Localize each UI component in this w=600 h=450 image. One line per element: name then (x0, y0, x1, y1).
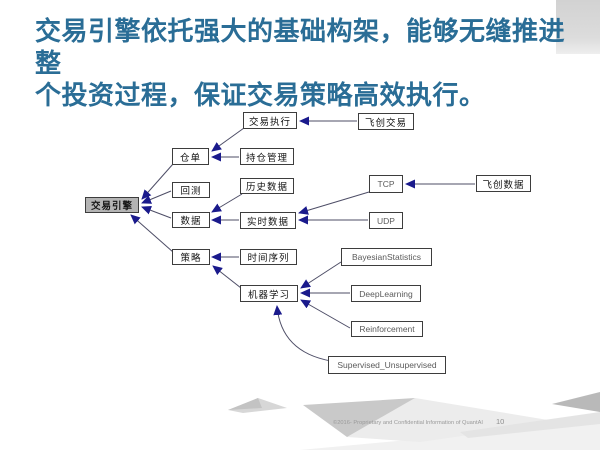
diagram-edges (130, 116, 475, 362)
slide-title: 交易引擎依托强大的基础构架，能够无缝推进整 个投资过程，保证交易策略高效执行。 (35, 16, 585, 112)
slide-title-line1: 交易引擎依托强大的基础构架，能够无缝推进整 (35, 17, 566, 78)
edge-bayesian-to-machine-learning (300, 261, 342, 289)
edge-positions-to-engine (141, 163, 174, 200)
node-strategy: 策略 (172, 249, 210, 265)
edge-supervised-to-machine-learning (273, 305, 332, 362)
corner-decoration (556, 0, 600, 54)
node-realtime-data: 实时数据 (240, 212, 296, 229)
node-reinforcement-label: Reinforcement (359, 324, 415, 334)
node-machine-learning: 机器学习 (240, 285, 298, 302)
node-feichuang-data: 飞创数据 (476, 175, 531, 192)
page-number: 10 (496, 417, 505, 426)
slide-title-line2: 个投资过程，保证交易策略高效执行。 (35, 81, 486, 110)
node-backtest: 回测 (172, 182, 210, 198)
node-tcp: TCP (369, 175, 403, 193)
edge-backtest-to-engine (141, 190, 172, 204)
edge-tcp-to-realtime-data (298, 191, 370, 215)
node-feichuang-data-label: 飞创数据 (482, 179, 525, 191)
node-bayesian-statistics: BayesianStatistics (341, 248, 432, 266)
node-position-management: 持仓管理 (240, 148, 294, 165)
node-tcp-label: TCP (377, 179, 395, 189)
node-strategy-label: 策略 (180, 253, 202, 264)
node-time-series: 时间序列 (240, 249, 297, 265)
edge-machine-learning-to-strategy (212, 265, 242, 289)
node-deep-learning: DeepLearning (351, 285, 421, 302)
node-bayesian-statistics-label: BayesianStatistics (352, 252, 421, 262)
node-data-label: 数据 (180, 216, 202, 227)
edge-reinforcement-to-machine-learning (300, 299, 351, 329)
node-position-management-label: 持仓管理 (245, 152, 288, 164)
node-historical-data-label: 历史数据 (245, 182, 288, 193)
node-supervised-unsupervised: Supervised_Unsupervised (328, 356, 446, 374)
node-positions: 仓单 (172, 148, 209, 165)
footer-copyright: ©2016- Proprietary and Confidential Info… (333, 419, 483, 426)
edge-data-to-engine (141, 205, 172, 219)
node-trade-execution-label: 交易执行 (248, 116, 291, 128)
node-supervised-unsupervised-label: Supervised_Unsupervised (337, 360, 437, 370)
node-historical-data: 历史数据 (240, 178, 294, 194)
node-trade-execution: 交易执行 (243, 112, 297, 129)
edge-trade-execution-to-positions (211, 127, 245, 152)
node-feichuang-trading: 飞创交易 (358, 113, 414, 130)
node-udp: UDP (369, 212, 403, 229)
node-deep-learning-label: DeepLearning (359, 288, 413, 299)
node-trade-engine: 交易引擎 (85, 197, 139, 213)
node-trade-engine-label: 交易引擎 (90, 201, 133, 212)
node-realtime-data-label: 实时数据 (246, 216, 289, 228)
node-machine-learning-label: 机器学习 (247, 289, 290, 301)
edge-strategy-to-engine (130, 214, 174, 253)
node-positions-label: 仓单 (179, 152, 201, 164)
node-reinforcement: Reinforcement (351, 321, 423, 337)
edge-historical-data-to-data (211, 193, 243, 213)
node-backtest-label: 回测 (180, 186, 202, 197)
node-data: 数据 (172, 212, 210, 228)
node-feichuang-trading-label: 飞创交易 (364, 117, 407, 129)
node-time-series-label: 时间序列 (247, 253, 290, 264)
node-udp-label: UDP (377, 215, 395, 226)
